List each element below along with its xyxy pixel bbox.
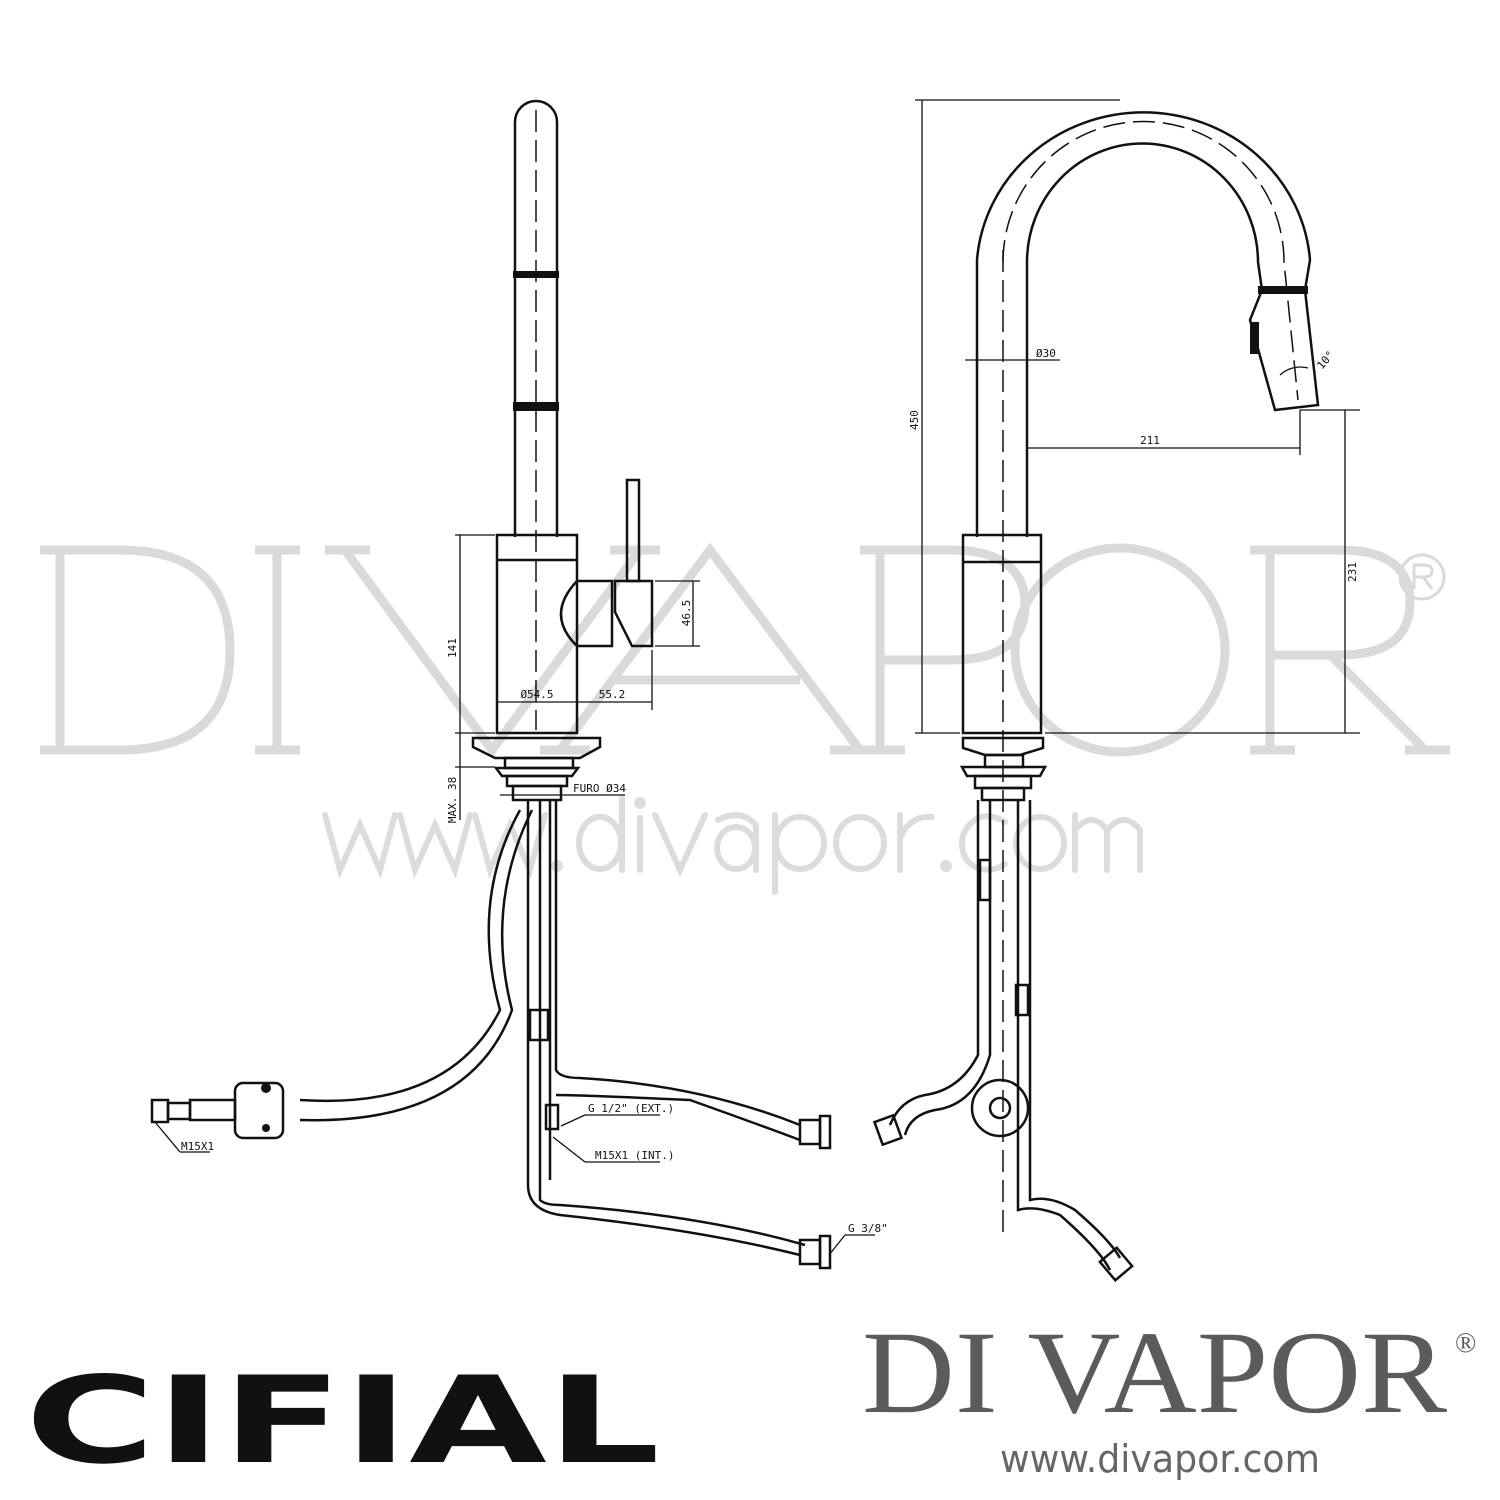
callout-outlet-thread: M15X1 [181, 1140, 214, 1153]
cifial-logo: CIFIAL [25, 1352, 660, 1491]
body [495, 533, 579, 735]
watermark-url-artwork [322, 795, 1143, 895]
callout-hose-thread: G 3/8" [848, 1222, 888, 1235]
hose-weight [233, 1081, 285, 1140]
side-dimension-lines [915, 99, 1360, 734]
spout-band-lower [513, 402, 559, 411]
dim-reach: 211 [1140, 434, 1160, 447]
callout-inlet-ext: G 1/2" (EXT.) [588, 1102, 674, 1115]
dim-spout-diameter: Ø30 [1036, 347, 1056, 360]
dim-max-thickness: MAX. 38 [446, 777, 459, 823]
watermark-registered-artwork [1398, 553, 1446, 601]
diverter [970, 1078, 1030, 1138]
watermark [40, 542, 1450, 895]
dim-body-height: 141 [446, 638, 459, 658]
spout-arc [975, 111, 1312, 537]
body-side [961, 533, 1043, 735]
divapor-logo: DI VAPOR [862, 1307, 1447, 1438]
handle-hub [559, 579, 614, 648]
divapor-url: www.divapor.com [1000, 1437, 1320, 1481]
front-view-tap: 141 46.5 Ø54.5 55.2 MAX. 38 FURO Ø34 M15… [150, 99, 888, 1270]
dim-body-diameter: Ø54.5 [520, 688, 553, 701]
lever [625, 478, 641, 583]
dim-outlet-height: 231 [1346, 562, 1359, 582]
divapor-registered: ® [1455, 1328, 1476, 1359]
spout-tube [513, 99, 559, 537]
spray-head [1248, 288, 1320, 412]
hose-nut-upper [798, 1118, 822, 1146]
callout-inlet-int: M15X1 (INT.) [595, 1149, 674, 1162]
dim-angle: 10° [1314, 348, 1337, 372]
dim-hole: FURO Ø34 [573, 782, 626, 795]
dim-handle-offset: 55.2 [599, 688, 626, 701]
dim-handle-height: 46.5 [680, 600, 693, 627]
dim-total-height: 450 [908, 410, 921, 430]
watermark-brand-artwork [40, 542, 1450, 758]
dimension-lines [154, 534, 875, 1256]
base-plate [471, 736, 602, 760]
handle-block [613, 579, 654, 648]
side-view-tap: 450 Ø30 10° 211 231 [872, 99, 1360, 1283]
pull-out-hose [299, 809, 522, 1103]
hose-connector [150, 1098, 170, 1124]
